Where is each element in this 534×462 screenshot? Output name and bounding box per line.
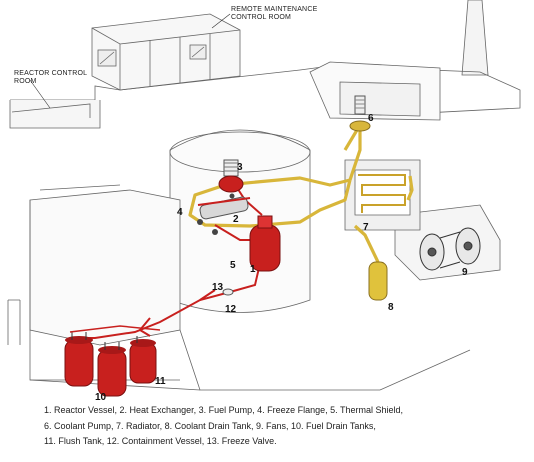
label-13: 13: [212, 282, 224, 293]
radiator: [358, 174, 406, 213]
remote-maintenance-label-line2: CONTROL ROOM: [231, 14, 291, 21]
caption-line-2: 6. Coolant Pump, 7. Radiator, 8. Coolant…: [44, 420, 376, 431]
fans: [419, 227, 481, 271]
fuel-pump: [218, 159, 244, 193]
coolant-drain-tank: [368, 261, 388, 301]
reactor-vessel: [249, 215, 281, 272]
label-6: 6: [368, 113, 374, 124]
label-10: 10: [95, 392, 107, 400]
label-3: 3: [237, 162, 243, 173]
building-structure: [7, 0, 521, 391]
fuel-drain-tanks: [64, 325, 161, 397]
remote-maintenance-label-line1: REMOTE MAINTENANCE: [231, 6, 318, 13]
caption-line-1: 1. Reactor Vessel, 2. Heat Exchanger, 3.…: [44, 405, 404, 415]
label-5: 5: [230, 260, 236, 271]
label-1: 1: [250, 264, 256, 275]
heat-exchanger: [197, 196, 251, 220]
label-9: 9: [462, 267, 468, 278]
legend-caption: 1. Reactor Vessel, 2. Heat Exchanger, 3.…: [44, 403, 524, 450]
label-7: 7: [363, 222, 369, 233]
reactor-control-label-line1: REACTOR CONTROL: [14, 70, 87, 77]
label-8: 8: [388, 302, 394, 313]
freeze-valve: [222, 288, 234, 296]
label-4: 4: [177, 207, 183, 218]
coolant-pump: [349, 95, 371, 132]
freeze-flanges: [197, 193, 235, 235]
msre-cutaway-diagram: REMOTE MAINTENANCE CONTROL ROOM REACTOR …: [7, 0, 521, 400]
label-12: 12: [225, 304, 237, 315]
label-11: 11: [155, 376, 166, 387]
leader-lines: [29, 13, 231, 109]
reactor-control-label-line2: ROOM: [14, 78, 37, 85]
label-2: 2: [233, 214, 239, 225]
caption-line-3: 11. Flush Tank, 12. Containment Vessel, …: [44, 436, 277, 446]
